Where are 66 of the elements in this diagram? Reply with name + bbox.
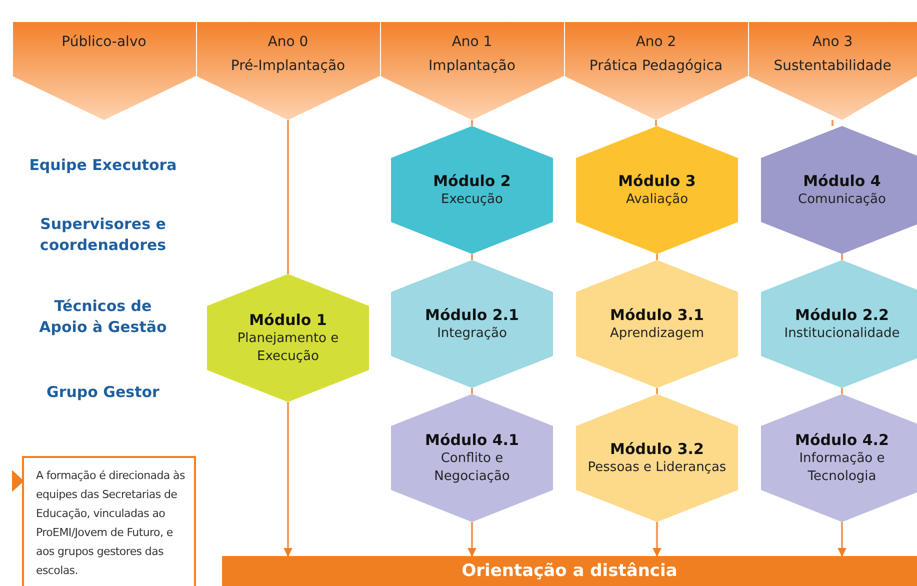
module-title: Módulo 3.2 bbox=[610, 439, 704, 459]
module-hexagon bbox=[391, 126, 553, 254]
column-header bbox=[380, 22, 564, 120]
connector-line bbox=[471, 388, 473, 394]
connector-line bbox=[287, 120, 289, 274]
column-header bbox=[12, 22, 196, 120]
note-text: A formação é direcionada às equipes das Secretarias de Educação, vinculadas ao ProEMI/Jovem de Futuro, e aos grupos gestores das escolas. bbox=[36, 468, 186, 579]
module-hexagon bbox=[391, 394, 553, 522]
header-text: Implantação bbox=[428, 57, 516, 76]
module-subtitle: Aprendizagem bbox=[610, 325, 704, 343]
header-text: Ano 2 bbox=[636, 33, 676, 52]
module-title: Módulo 2 bbox=[433, 171, 511, 191]
bar-title: Orientação a distância bbox=[462, 561, 678, 581]
connector-line bbox=[656, 254, 658, 260]
module-title: Módulo 2.2 bbox=[795, 305, 889, 325]
arrow bbox=[838, 522, 846, 557]
audience-label: Grupo Gestor bbox=[46, 382, 160, 403]
module-hexagon bbox=[576, 394, 738, 522]
header-text: Público-alvo bbox=[62, 33, 146, 52]
module-subtitle: Pessoas e Lideranças bbox=[588, 459, 726, 477]
module-subtitle: Conflito e Negociação bbox=[433, 450, 511, 486]
module-hexagon bbox=[391, 260, 553, 388]
column-header bbox=[564, 22, 748, 120]
connector-line bbox=[832, 120, 834, 126]
connector-line bbox=[656, 388, 658, 394]
audience-label: Técnicos de Apoio à Gestão bbox=[38, 296, 168, 338]
module-hexagon bbox=[761, 260, 917, 388]
module-subtitle: Informação e Tecnologia bbox=[798, 450, 886, 486]
connector-line bbox=[841, 388, 843, 394]
distance-guidance-bar bbox=[222, 556, 917, 586]
connector-line bbox=[471, 254, 473, 260]
module-hexagon bbox=[576, 126, 738, 254]
audience-label: Supervisores e coordenadores bbox=[38, 214, 168, 256]
header-text: Ano 3 bbox=[812, 33, 853, 52]
module-subtitle: Institucionalidade bbox=[784, 325, 900, 343]
header-text: Sustentabilidade bbox=[774, 57, 892, 76]
header-text: Ano 1 bbox=[452, 33, 492, 52]
module-title: Módulo 1 bbox=[249, 310, 327, 330]
connector-line bbox=[471, 120, 473, 126]
module-subtitle: Planejamento e Execução bbox=[236, 330, 340, 366]
module-title: Módulo 4.1 bbox=[425, 430, 519, 450]
arrow bbox=[284, 402, 292, 557]
connector-line bbox=[841, 254, 843, 260]
module-title: Módulo 2.1 bbox=[425, 305, 519, 325]
header-text: Prática Pedagógica bbox=[589, 57, 723, 76]
module-hexagon bbox=[761, 126, 917, 254]
header-text: Pré-Implantação bbox=[230, 57, 346, 76]
module-title: Módulo 3.1 bbox=[610, 305, 704, 325]
module-title: Módulo 4.2 bbox=[795, 430, 889, 450]
module-subtitle: Integração bbox=[437, 325, 507, 343]
module-subtitle: Avaliação bbox=[626, 191, 688, 209]
module-subtitle: Comunicação bbox=[798, 191, 886, 209]
module-title: Módulo 4 bbox=[803, 171, 881, 191]
note-box bbox=[22, 456, 196, 586]
arrow bbox=[652, 522, 662, 557]
module-hexagon bbox=[761, 394, 917, 522]
column-header bbox=[196, 22, 380, 120]
connector-line bbox=[655, 120, 657, 126]
module-hexagon bbox=[576, 260, 738, 388]
audience-label: Equipe Executora bbox=[28, 155, 178, 176]
header-text: Ano 0 bbox=[268, 33, 308, 52]
arrow bbox=[468, 522, 476, 557]
module-title: Módulo 3 bbox=[618, 171, 696, 191]
column-header bbox=[748, 22, 917, 120]
module-subtitle: Execução bbox=[441, 191, 503, 209]
module-hexagon bbox=[207, 274, 369, 402]
